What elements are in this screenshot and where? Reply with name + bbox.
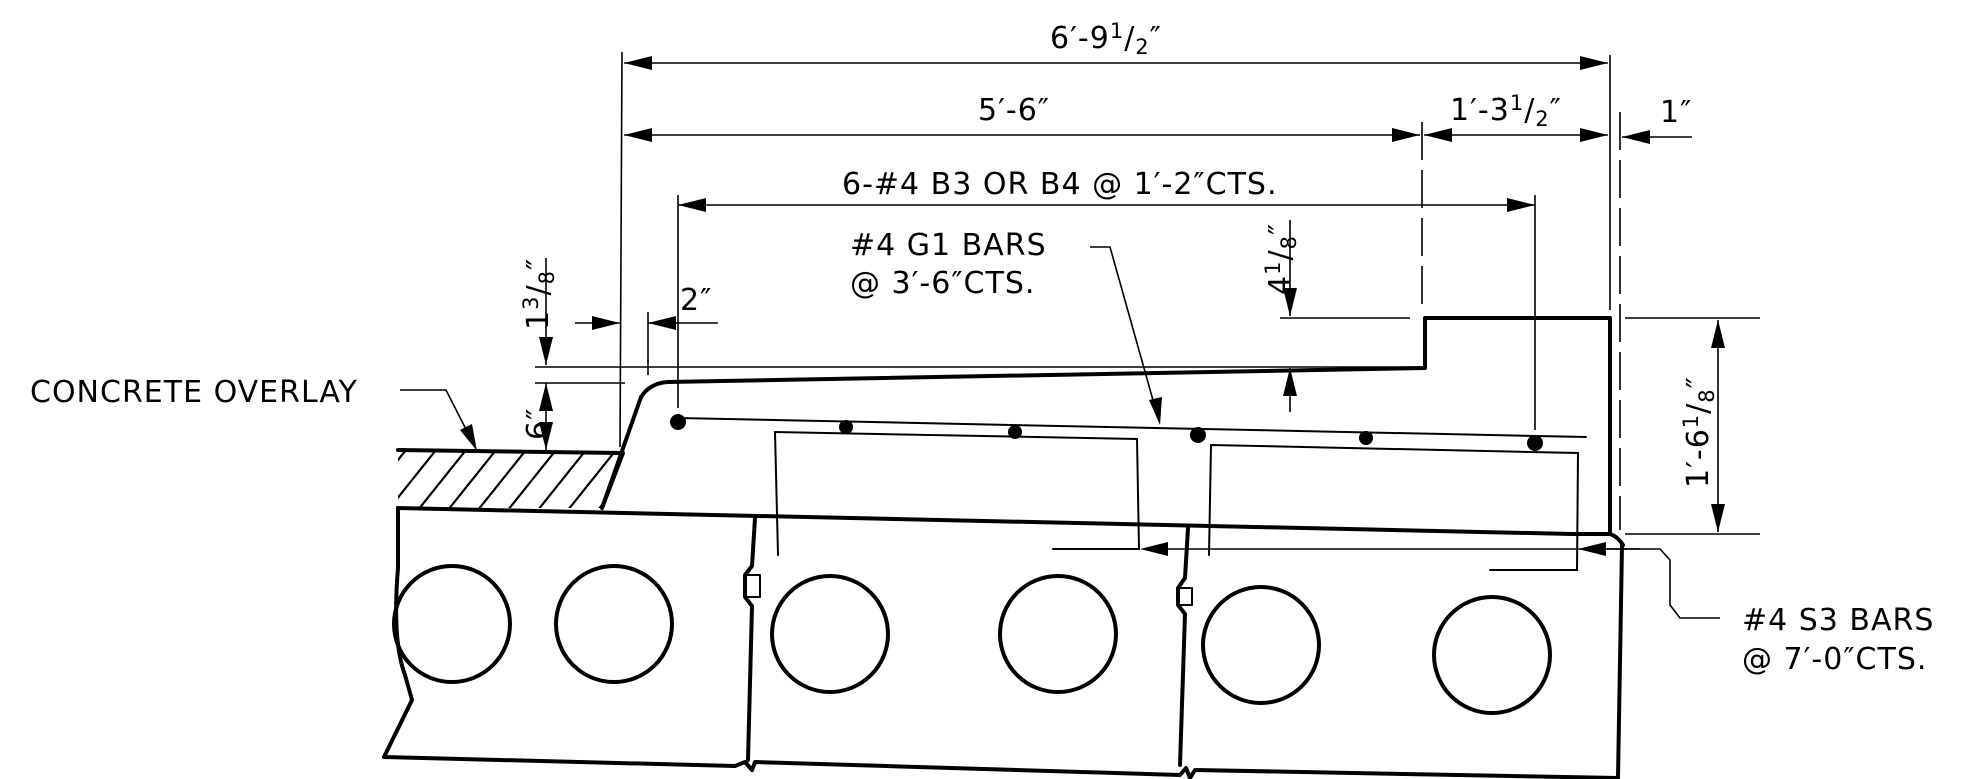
arrowhead [539, 383, 553, 411]
concrete-overlay-outline [396, 448, 625, 510]
note-s3-line1: #4 S3 BARS [1742, 603, 1934, 638]
curb-outline [600, 316, 1625, 547]
arrowhead [1140, 542, 1168, 556]
void-1 [392, 564, 512, 684]
arrowhead [1392, 128, 1420, 142]
leader-s3 [1152, 548, 1720, 619]
s3-bar-right [1208, 443, 1580, 571]
dim-overall-label: 6′-91/2″ [1050, 19, 1162, 59]
dim-offset-right-label: 1″ [1660, 95, 1692, 130]
arrowhead [1283, 368, 1297, 396]
arrowhead [539, 422, 553, 450]
dim-step-label: 1′-31/2″ [1450, 91, 1562, 131]
arrowhead [1580, 128, 1608, 142]
arrowhead [1711, 320, 1725, 348]
dim-top-drop-label: 13/8″ [519, 258, 559, 330]
arrowhead [1580, 56, 1608, 70]
arrowhead [1149, 397, 1162, 425]
dimension-labels: 6′-91/2″ 5′-6″ 1′-31/2″ 1″ 2″ 13/8″ 6″ 4… [519, 19, 1719, 488]
b-bar [1359, 431, 1373, 445]
g1-bar [677, 417, 1587, 438]
leaders [400, 246, 1720, 619]
note-concrete-overlay: CONCRETE OVERLAY [30, 375, 358, 410]
joint-left-key [744, 574, 761, 598]
s3-bar-left [773, 430, 1141, 556]
dimension-lines [535, 51, 1760, 535]
leader-g1 [1090, 246, 1159, 419]
arrowhead [1283, 288, 1297, 316]
dim-curb-height-label: 1′-61/8″ [1679, 376, 1719, 488]
note-s3-line2: @ 7′-0″CTS. [1742, 642, 1927, 677]
arrowhead [624, 56, 652, 70]
slab-unit-left [382, 506, 754, 772]
slab-unit-right [1188, 543, 1624, 779]
void-3 [770, 574, 890, 694]
arrowhead [1507, 198, 1535, 212]
slab-unit-middle [750, 760, 1192, 779]
note-g1-line1: #4 G1 BARS [850, 228, 1047, 263]
dim-overlay-label: 6″ [521, 408, 556, 440]
b-bar [839, 420, 853, 434]
leader-overlay [400, 389, 475, 446]
void-4 [998, 574, 1118, 694]
b-bar [1008, 425, 1022, 439]
extension-line-left [619, 51, 623, 448]
dim-offset-left-label: 2″ [680, 283, 712, 318]
joint-left [743, 516, 757, 762]
note-g1-line2: @ 3′-6″CTS. [850, 266, 1035, 301]
arrowhead [648, 316, 676, 330]
arrowhead [678, 198, 706, 212]
void-6 [1432, 595, 1552, 715]
arrowhead [539, 337, 553, 365]
note-b-bars: 6-#4 B3 OR B4 @ 1′-2″CTS. [842, 167, 1277, 202]
dim-step-height-label: 41/8″ [1261, 223, 1301, 295]
joint-right [1176, 526, 1190, 767]
slab-top-line [396, 506, 1574, 536]
reinforcement [670, 414, 1587, 571]
joint-right-key [1177, 587, 1193, 606]
slab-structure [382, 316, 1625, 779]
arrowhead [592, 316, 620, 330]
void-2 [554, 564, 674, 684]
arrowhead [1622, 130, 1650, 144]
dim-main-label: 5′-6″ [978, 93, 1050, 128]
notes: 6-#4 B3 OR B4 @ 1′-2″CTS. #4 G1 BARS @ 3… [30, 167, 1934, 677]
arrowhead [1578, 542, 1606, 556]
b-bar [670, 414, 686, 430]
arrowhead [460, 424, 477, 451]
b-bar [1527, 435, 1543, 451]
arrowhead [1424, 128, 1452, 142]
concrete-overlay-hatch [398, 450, 623, 508]
arrowhead [624, 128, 652, 142]
arrowhead [1711, 504, 1725, 532]
void-5 [1201, 585, 1321, 705]
b-bar [1190, 427, 1206, 443]
